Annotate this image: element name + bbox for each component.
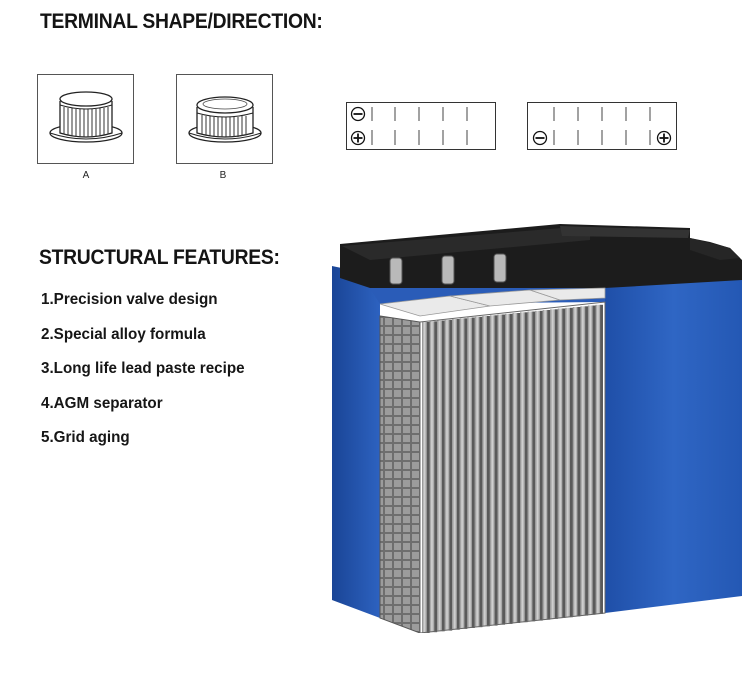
battery-cutaway-image [330, 218, 745, 638]
battery-separator [524, 312, 528, 623]
feature-list: 1.Precision valve design 2.Special alloy… [41, 288, 255, 461]
battery-plate [565, 307, 570, 618]
battery-plate [444, 319, 450, 631]
battery-plate [474, 316, 480, 628]
battery-plate [429, 321, 435, 633]
battery-plate [452, 319, 457, 630]
battery-separator [487, 316, 490, 627]
battery-separator [554, 309, 558, 619]
battery-separator [577, 307, 581, 617]
battery-plate [595, 304, 601, 614]
battery-plate [422, 322, 427, 633]
battery-plate [542, 310, 548, 620]
battery-separator [539, 310, 543, 621]
battery-layout-1-icon [350, 106, 468, 146]
battery-separator [456, 319, 460, 630]
battery-separator [441, 320, 445, 632]
battery-separator [449, 319, 453, 631]
negative-terminal-icon [532, 130, 548, 146]
battery-separator [426, 322, 430, 633]
battery-separator [509, 313, 513, 624]
positive-terminal-icon [656, 130, 672, 146]
feature-item: 4.AGM separator [41, 394, 163, 412]
battery-plate [527, 311, 533, 622]
battery-separator [547, 310, 551, 620]
battery-separator [592, 305, 596, 615]
positive-terminal-icon [350, 130, 366, 146]
battery-separator [494, 315, 498, 626]
battery-separator [562, 308, 566, 618]
battery-separator [585, 306, 588, 616]
terminal-heading: TERMINAL SHAPE/DIRECTION: [40, 10, 323, 33]
battery-plate [550, 309, 555, 619]
battery-plate [489, 315, 495, 626]
battery-plate [512, 313, 518, 623]
terminal-a-label: A [82, 170, 90, 181]
battery-separator [471, 317, 475, 628]
terminal-b-image [176, 74, 273, 164]
battery-separator [434, 321, 438, 633]
battery-plate [467, 317, 472, 628]
battery-separator [479, 316, 483, 628]
battery-top-view-2 [527, 102, 677, 150]
structural-heading: STRUCTURAL FEATURES: [39, 246, 280, 269]
battery-plate [437, 320, 442, 632]
battery-separator [532, 311, 536, 622]
battery-top-view-1 [346, 102, 496, 150]
battery-separator [570, 307, 573, 618]
feature-item: 3.Long life lead paste recipe [41, 360, 245, 377]
feature-item: 5.Grid aging [41, 429, 130, 446]
terminal-b-label: B [219, 170, 227, 181]
negative-terminal-icon [350, 106, 366, 122]
battery-plate [572, 307, 578, 617]
battery-plate [580, 306, 586, 616]
terminal-b-icon [188, 96, 262, 143]
battery-plate [535, 310, 540, 621]
feature-item: 1.Precision valve design [41, 291, 218, 308]
battery-separator [502, 314, 505, 625]
feature-item: 2.Special alloy formula [41, 325, 206, 343]
terminal-a-icon [49, 91, 123, 143]
battery-cutaway-icon [332, 224, 742, 634]
battery-separator [517, 313, 521, 623]
battery-layout-2-icon [532, 107, 672, 146]
battery-plate [520, 312, 525, 623]
battery-plate [459, 318, 465, 629]
battery-plate [505, 313, 510, 624]
terminal-a-image [37, 74, 134, 164]
battery-separator [600, 304, 603, 614]
battery-plate [497, 314, 503, 625]
battery-separator [464, 318, 468, 629]
battery-plate [587, 305, 593, 615]
battery-plate [482, 316, 487, 627]
battery-plate [557, 308, 563, 618]
